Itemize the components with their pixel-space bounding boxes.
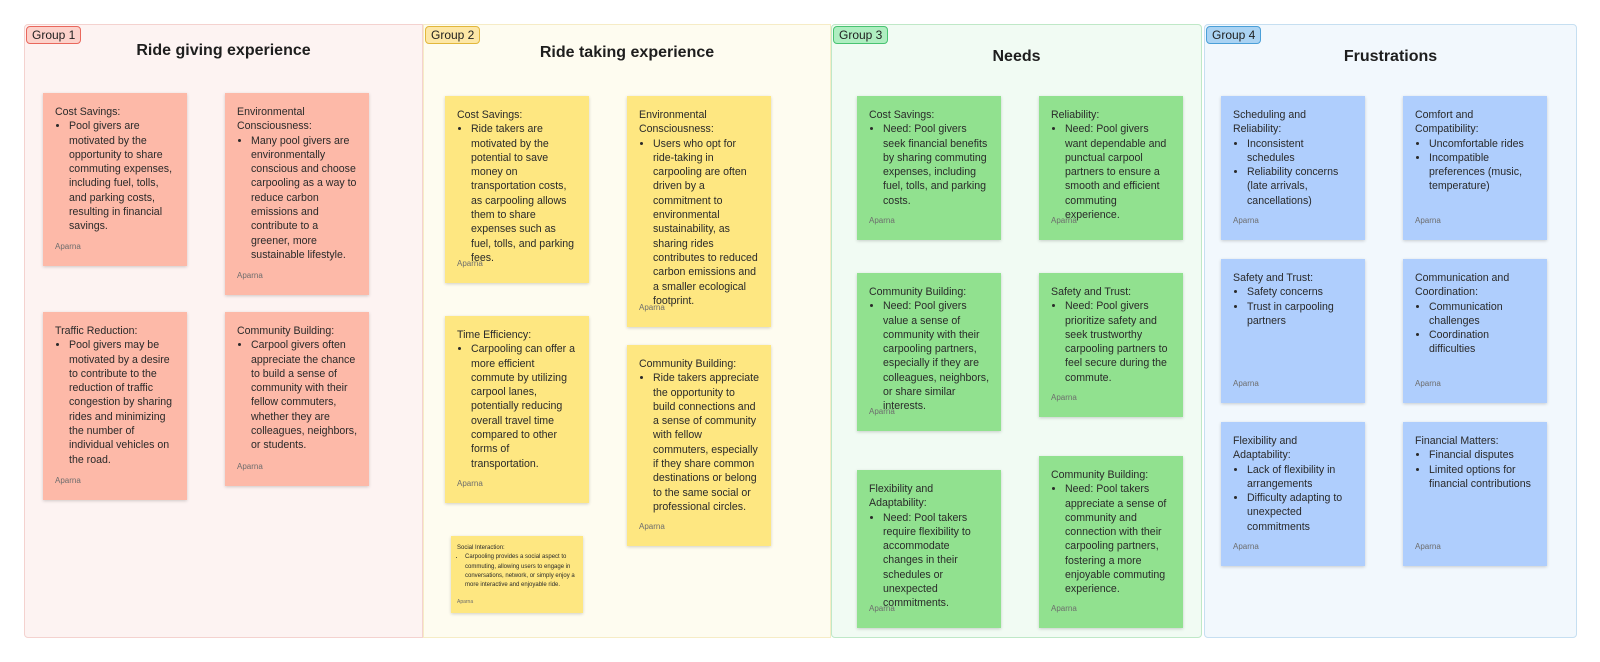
note-author: Aparna bbox=[1051, 392, 1077, 402]
note-title: Community Building: bbox=[1051, 469, 1149, 481]
note-author: Aparna bbox=[237, 270, 263, 280]
note-bullet: Lack of flexibility in arrangements bbox=[1247, 463, 1354, 492]
sticky-note[interactable]: Time Efficiency: Carpooling can offer a … bbox=[445, 316, 589, 503]
note-title: Flexibility and Adaptability: bbox=[1233, 435, 1298, 462]
sticky-note[interactable]: Flexibility and Adaptability: Need: Pool… bbox=[857, 470, 1001, 628]
note-author: Aparna bbox=[869, 603, 895, 613]
note-author: Aparna bbox=[457, 598, 474, 605]
sticky-note[interactable]: Traffic Reduction: Pool givers may be mo… bbox=[43, 312, 187, 500]
note-author: Aparna bbox=[457, 478, 483, 488]
note-bullet: Financial disputes bbox=[1429, 448, 1536, 462]
note-bullet: Ride takers are motivated by the potenti… bbox=[471, 122, 578, 265]
note-title: Environmental Consciousness: bbox=[237, 106, 312, 133]
note-bullet: Coordination difficulties bbox=[1429, 328, 1536, 357]
note-author: Aparna bbox=[237, 461, 263, 471]
note-title: Community Building: bbox=[237, 325, 335, 337]
note-bullet: Need: Pool givers want dependable and pu… bbox=[1065, 122, 1172, 222]
sticky-note[interactable]: Social Interaction: Carpooling provides … bbox=[451, 536, 583, 613]
note-title: Financial Matters: bbox=[1415, 435, 1499, 447]
sticky-note[interactable]: Safety and Trust: Need: Pool givers prio… bbox=[1039, 273, 1183, 417]
note-title: Flexibility and Adaptability: bbox=[869, 483, 934, 510]
note-title: Reliability: bbox=[1051, 109, 1100, 121]
note-bullet: Ride takers appreciate the opportunity t… bbox=[653, 371, 760, 514]
note-bullet: Need: Pool givers seek financial benefit… bbox=[883, 122, 990, 208]
group-tag[interactable]: Group 4 bbox=[1206, 26, 1262, 44]
note-bullet: Safety concerns bbox=[1247, 285, 1354, 299]
note-bullet: Carpooling can offer a more efficient co… bbox=[471, 342, 578, 471]
sticky-note[interactable]: Community Building: Need: Pool takers ap… bbox=[1039, 456, 1183, 628]
note-title: Environmental Consciousness: bbox=[639, 109, 714, 136]
sticky-note[interactable]: Scheduling and Reliability: Inconsistent… bbox=[1221, 96, 1365, 240]
note-author: Aparna bbox=[869, 215, 895, 225]
sticky-note[interactable]: Flexibility and Adaptability: Lack of fl… bbox=[1221, 422, 1365, 566]
note-bullet: Need: Pool takers appreciate a sense of … bbox=[1065, 482, 1172, 596]
note-author: Aparna bbox=[1415, 541, 1441, 551]
sticky-note[interactable]: Financial Matters: Financial disputes Li… bbox=[1403, 422, 1547, 566]
note-bullet: Carpool givers often appreciate the chan… bbox=[251, 338, 358, 452]
sticky-note[interactable]: Communication and Coordination: Communic… bbox=[1403, 259, 1547, 403]
sticky-note[interactable]: Reliability: Need: Pool givers want depe… bbox=[1039, 96, 1183, 240]
note-bullet: Many pool givers are environmentally con… bbox=[251, 134, 358, 263]
note-title: Cost Savings: bbox=[869, 109, 935, 121]
note-bullet: Trust in carpooling partners bbox=[1247, 300, 1354, 329]
note-author: Aparna bbox=[457, 258, 483, 268]
group-tag[interactable]: Group 2 bbox=[425, 26, 481, 44]
section-title: Ride taking experience bbox=[539, 44, 715, 61]
note-author: Aparna bbox=[1415, 215, 1441, 225]
note-title: Scheduling and Reliability: bbox=[1233, 109, 1307, 136]
sticky-note[interactable]: Community Building: Need: Pool givers va… bbox=[857, 273, 1001, 431]
sticky-note[interactable]: Cost Savings: Ride takers are motivated … bbox=[445, 96, 589, 283]
note-title: Comfort and Compatibility: bbox=[1415, 109, 1479, 136]
sticky-note[interactable]: Environmental Consciousness: Users who o… bbox=[627, 96, 771, 327]
note-author: Aparna bbox=[869, 406, 895, 416]
sticky-note[interactable]: Community Building: Carpool givers often… bbox=[225, 312, 369, 486]
note-author: Aparna bbox=[1233, 378, 1259, 388]
note-bullet: Incompatible preferences (music, tempera… bbox=[1429, 151, 1536, 194]
section-title: Needs bbox=[992, 48, 1041, 65]
note-bullet: Pool givers are motivated by the opportu… bbox=[69, 119, 176, 233]
sticky-note[interactable]: Comfort and Compatibility: Uncomfortable… bbox=[1403, 96, 1547, 240]
note-bullet: Need: Pool givers value a sense of commu… bbox=[883, 299, 990, 413]
note-author: Aparna bbox=[1233, 215, 1259, 225]
note-author: Aparna bbox=[1233, 541, 1259, 551]
note-bullet: Pool givers may be motivated by a desire… bbox=[69, 338, 176, 467]
note-author: Aparna bbox=[55, 241, 81, 251]
note-bullet: Communication challenges bbox=[1429, 300, 1536, 329]
note-title: Community Building: bbox=[639, 358, 737, 370]
note-bullet: Uncomfortable rides bbox=[1429, 137, 1536, 151]
note-title: Community Building: bbox=[869, 286, 967, 298]
group-tag[interactable]: Group 3 bbox=[833, 26, 889, 44]
group-tag[interactable]: Group 1 bbox=[26, 26, 82, 44]
note-bullet: Difficulty adapting to unexpected commit… bbox=[1247, 491, 1354, 534]
sticky-note[interactable]: Cost Savings: Pool givers are motivated … bbox=[43, 93, 187, 266]
note-author: Aparna bbox=[1051, 215, 1077, 225]
note-title: Safety and Trust: bbox=[1051, 286, 1132, 298]
note-bullet: Inconsistent schedules bbox=[1247, 137, 1354, 166]
note-author: Aparna bbox=[639, 521, 665, 531]
note-author: Aparna bbox=[1051, 603, 1077, 613]
sticky-note[interactable]: Cost Savings: Need: Pool givers seek fin… bbox=[857, 96, 1001, 240]
note-title: Time Efficiency: bbox=[457, 329, 532, 341]
note-bullet: Need: Pool takers require flexibility to… bbox=[883, 511, 990, 611]
note-title: Communication and Coordination: bbox=[1415, 272, 1510, 299]
sticky-note[interactable]: Community Building: Ride takers apprecia… bbox=[627, 345, 771, 546]
note-title: Social Interaction: bbox=[457, 545, 505, 551]
section-title: Frustrations bbox=[1343, 48, 1438, 65]
note-author: Aparna bbox=[1415, 378, 1441, 388]
note-bullet: Need: Pool givers prioritize safety and … bbox=[1065, 299, 1172, 385]
section-title: Ride giving experience bbox=[136, 42, 311, 59]
note-bullet: Users who opt for ride-taking in carpool… bbox=[653, 137, 760, 309]
note-author: Aparna bbox=[639, 302, 665, 312]
note-bullet: Carpooling provides a social aspect to c… bbox=[465, 553, 577, 590]
sticky-note[interactable]: Environmental Consciousness: Many pool g… bbox=[225, 93, 369, 295]
note-title: Traffic Reduction: bbox=[55, 325, 138, 337]
note-bullet: Reliability concerns (late arrivals, can… bbox=[1247, 165, 1354, 208]
sticky-note[interactable]: Safety and Trust: Safety concerns Trust … bbox=[1221, 259, 1365, 403]
note-title: Cost Savings: bbox=[55, 106, 121, 118]
note-title: Cost Savings: bbox=[457, 109, 523, 121]
note-author: Aparna bbox=[55, 475, 81, 485]
note-bullet: Limited options for financial contributi… bbox=[1429, 463, 1536, 492]
note-title: Safety and Trust: bbox=[1233, 272, 1314, 284]
